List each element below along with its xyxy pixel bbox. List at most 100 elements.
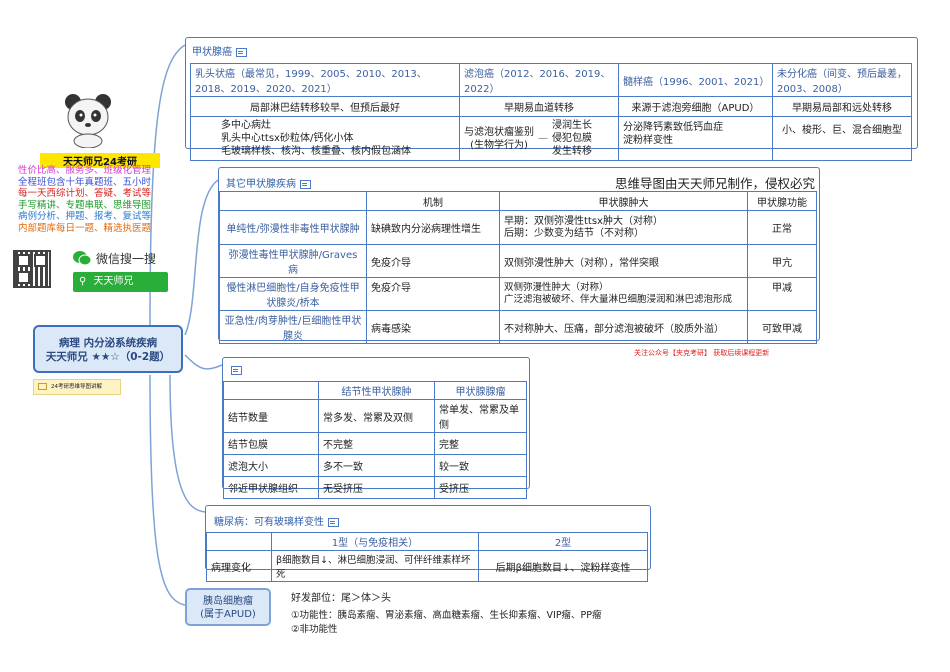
diabetes-title: 糖尿病：可有玻璃样变性	[214, 513, 339, 528]
central-topic[interactable]: 病理 内分泌系统疾病 天天师兄 ★★☆（0-2题）	[33, 325, 183, 373]
islet-site: 好发部位：尾＞体＞头	[291, 593, 391, 604]
detail-line: 乳头中心ttsx砂粒体/钙化小体	[221, 133, 354, 144]
detail-line: 早期：双侧弥漫性ttsx肿大（对称）	[504, 215, 663, 227]
dash-connector: —	[538, 133, 548, 144]
diabetes-title-text: 糖尿病：可有玻璃样变性	[214, 517, 324, 528]
disease-name: 单纯性/弥漫性非毒性甲状腺肿	[219, 210, 367, 245]
detail-line: 淀粉样变性	[623, 135, 673, 146]
qr-code-image	[13, 250, 51, 288]
function-cell: 正常	[747, 210, 817, 245]
wechat-search-text: 天天师兄	[93, 276, 134, 287]
promo-name: 天天师兄24考研	[40, 153, 160, 168]
header-mechanism: 机制	[366, 191, 500, 211]
goiter-cell: 无受挤压	[318, 476, 435, 499]
islet-functional: ①功能性：胰岛素瘤、胃泌素瘤、高血糖素瘤、生长抑素瘤、VIP瘤、PP瘤	[291, 610, 602, 621]
detail-line: 双侧弥漫性肿大（对称）	[504, 282, 609, 293]
function-cell: 可致甲减	[747, 310, 817, 344]
mechanism-cell: 免疫介导	[366, 277, 500, 311]
islet-node[interactable]: 胰岛细胞瘤 (属于APUD)	[185, 588, 271, 626]
disease-name: 弥漫性毒性甲状腺肿/Graves病	[219, 244, 367, 278]
wechat-icon	[73, 250, 92, 266]
row-label: 滤泡大小	[223, 454, 319, 477]
type2-cell: 后期β细胞数目↓、淀粉样变性	[478, 550, 648, 582]
thyroid-cancer-box: 甲状腺癌 乳头状癌（最常见，1999、2005、2010、2013、2018、2…	[185, 37, 918, 161]
diabetes-box: 糖尿病：可有玻璃样变性 1型（与免疫相关） 2型 病理变化 β细胞数目↓、淋巴细…	[205, 505, 651, 582]
islet-subtitle: (属于APUD)	[200, 609, 256, 620]
detail-line: 侵犯包膜	[552, 133, 592, 144]
mechanism-cell: 免疫介导	[366, 244, 500, 278]
col-head-anaplastic: 未分化癌（间变、预后最差，2003、2008）	[772, 63, 912, 97]
detail-line: 与滤泡状瘤鉴别	[464, 126, 534, 138]
promo-lines: 性价比高、服务多、班级化管理 全程班包含十年真题班、五小时 每一天西综计划、答疑…	[18, 165, 168, 235]
medullary-details: 分泌降钙素致低钙血症 淀粉样变性	[618, 116, 773, 161]
header-adenoma: 甲状腺腺瘤	[434, 381, 527, 400]
goiter-cell: 常多发、常累及双侧	[318, 399, 435, 433]
row-label: 邻近甲状腺组织	[223, 476, 319, 499]
detail-line: 多中心病灶	[221, 120, 271, 131]
note-icon	[38, 383, 47, 390]
disease-name: 亚急性/肉芽肿性/巨细胞性甲状腺炎	[219, 310, 367, 344]
note-icon	[300, 179, 311, 189]
other-thyroid-title-text: 其它甲状腺疾病	[226, 179, 296, 190]
detail-line: (生物学行为)	[470, 139, 528, 151]
wechat-search-box[interactable]: ⚲ 天天师兄	[73, 272, 168, 292]
goiter-cell: 多不一致	[318, 454, 435, 477]
promo-line: 内部题库每日一题、精选执医题	[18, 222, 152, 234]
promo-line: 手写精讲、专题串联、思维导图	[18, 199, 152, 211]
disease-name: 慢性淋巴细胞性/自身免疫性甲状腺炎/桥本	[219, 277, 367, 311]
diabetes-table: 1型（与免疫相关） 2型 病理变化 β细胞数目↓、淋巴细胞浸润、可伴纤维素样坏死…	[206, 532, 648, 582]
medullary-feature: 来源于滤泡旁细胞（APUD）	[618, 96, 773, 117]
detail-line: 广泛滤泡被破坏、伴大量淋巴细胞浸润和淋巴滤泡形成	[504, 294, 733, 305]
row-label: 结节包膜	[223, 432, 319, 455]
papillary-feature: 局部淋巴结转移较早、但预后最好	[190, 96, 460, 117]
detail-line: 毛玻璃样核、核沟、核重叠、核内假包涵体	[221, 146, 411, 157]
promo-line: 性价比高、服务多、班级化管理	[18, 165, 152, 176]
thyroid-cancer-title: 甲状腺癌	[192, 43, 247, 58]
central-note-text: 24考研思维导图讲解	[51, 384, 102, 390]
adenoma-cell: 常单发、常累及单侧	[434, 399, 527, 433]
islet-title: 胰岛细胞瘤	[203, 596, 253, 607]
anaplastic-details: 小、梭形、巨、混合细胞型	[772, 116, 912, 161]
corner-cell	[206, 532, 272, 551]
goiter-cell: 不完整	[318, 432, 435, 455]
note-icon	[236, 47, 247, 57]
type1-cell: β细胞数目↓、淋巴细胞浸润、可伴纤维素样坏死	[271, 550, 479, 582]
note-icon	[328, 517, 339, 527]
promo-line: 全程班包含十年真题班、五小时	[18, 176, 152, 188]
header-type1: 1型（与免疫相关）	[271, 532, 479, 551]
enlargement-cell: 早期：双侧弥漫性ttsx肿大（对称） 后期：少数变为结节（不对称）	[499, 210, 748, 245]
central-note[interactable]: 24考研思维导图讲解	[33, 379, 121, 395]
row-label: 病理变化	[206, 550, 272, 582]
thyroid-cancer-table: 乳头状癌（最常见，1999、2005、2010、2013、2018、2019、2…	[190, 63, 912, 161]
other-thyroid-box: 其它甲状腺疾病 思维导图由天天师兄制作，侵权必究 机制 甲状腺肿大 甲状腺功能 …	[218, 167, 820, 344]
nodule-compare-table: 结节性甲状腺肿 甲状腺腺瘤 结节数量 常多发、常累及双侧 常单发、常累及单侧 结…	[223, 381, 527, 499]
function-cell: 甲亢	[747, 244, 817, 278]
detail-line: 后期：少数变为结节（不对称）	[504, 227, 644, 239]
col-head-papillary: 乳头状癌（最常见，1999、2005、2010、2013、2018、2019、2…	[190, 63, 460, 97]
search-icon: ⚲	[79, 276, 87, 287]
nodule-compare-box: 结节性甲状腺肿 甲状腺腺瘤 结节数量 常多发、常累及双侧 常单发、常累及单侧 结…	[222, 357, 530, 499]
watermark-text: 思维导图由天天师兄制作，侵权必究	[614, 176, 815, 191]
central-title: 病理 内分泌系统疾病	[58, 337, 158, 349]
wechat-search-label: 微信搜一搜	[96, 252, 157, 266]
detail-line: 浸润生长	[552, 120, 592, 131]
other-thyroid-table: 机制 甲状腺肿大 甲状腺功能 单纯性/弥漫性非毒性甲状腺肿 缺碘致内分泌病理性增…	[219, 191, 817, 344]
header-function: 甲状腺功能	[747, 191, 817, 211]
other-thyroid-title: 其它甲状腺疾病	[226, 175, 311, 190]
note-icon	[231, 366, 242, 375]
follicular-feature: 早期易血道转移	[459, 96, 619, 117]
anaplastic-feature: 早期易局部和远处转移	[772, 96, 912, 117]
adenoma-cell: 完整	[434, 432, 527, 455]
header-type2: 2型	[478, 532, 648, 551]
thyroid-cancer-title-text: 甲状腺癌	[192, 47, 232, 58]
corner-cell	[223, 381, 319, 400]
promo-line: 病例分析、押题、报考、复试等	[18, 211, 152, 223]
adenoma-cell: 较一致	[434, 454, 527, 477]
papillary-details: 多中心病灶 乳头中心ttsx砂粒体/钙化小体 毛玻璃样核、核沟、核重叠、核内假包…	[190, 116, 460, 161]
corner-cell	[219, 191, 367, 211]
panda-logo	[62, 92, 114, 149]
mechanism-cell: 病毒感染	[366, 310, 500, 344]
col-head-follicular: 滤泡癌（2012、2016、2019、2022）	[459, 63, 619, 97]
promo-line: 每一天西综计划、答疑、考试等	[18, 188, 152, 200]
